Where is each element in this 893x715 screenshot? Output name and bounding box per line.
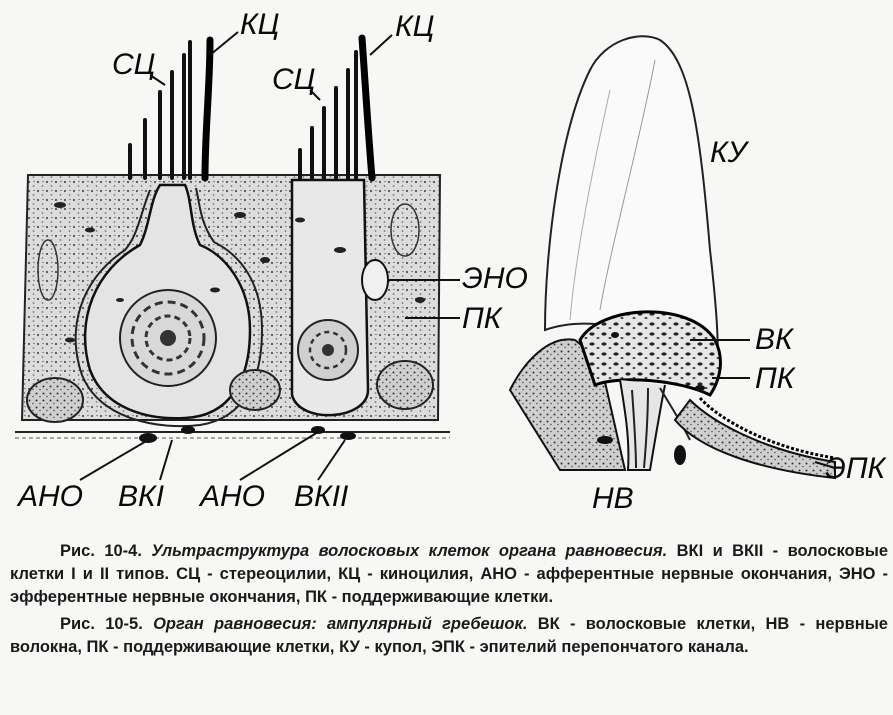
figure-10-5-drawing bbox=[508, 35, 836, 480]
efferent-ending bbox=[361, 259, 389, 301]
caption-2-title: Орган равновесия: ампулярный гребешок. bbox=[153, 615, 528, 633]
nerve-fibers bbox=[619, 379, 666, 471]
caption-figure-10-4: Рис. 10-4. Ультраструктура волосковых кл… bbox=[10, 540, 888, 609]
label-kc-left: КЦ bbox=[240, 8, 280, 41]
kinocilium-right bbox=[358, 34, 376, 182]
caption-1-title: Ультраструктура волосковых клеток органа… bbox=[151, 542, 668, 560]
label-sc-right: СЦ bbox=[272, 63, 316, 96]
kinocilium-left bbox=[201, 36, 214, 182]
caption-1-number: Рис. 10-4. bbox=[60, 542, 142, 560]
label-sc-left: СЦ bbox=[112, 48, 156, 81]
caption-figure-10-5: Рис. 10-5. Орган равновесия: ампулярный … bbox=[10, 613, 888, 659]
figure-illustrations bbox=[15, 31, 836, 481]
label-epk: ЭПК bbox=[825, 452, 886, 485]
label-kc-right: КЦ bbox=[395, 10, 435, 43]
label-ku: КУ bbox=[710, 136, 747, 169]
label-pk-left: ПК bbox=[462, 302, 502, 335]
figure-10-4-drawing bbox=[15, 31, 460, 481]
label-vk: ВК bbox=[755, 323, 793, 356]
label-nv: НВ bbox=[592, 482, 634, 515]
label-vk1: ВКI bbox=[118, 480, 165, 513]
caption-1-body: ВКI и ВКII - волосковые клетки I и II ти… bbox=[10, 542, 889, 606]
caption-2-body: ВК - волосковые клетки, НВ - нервные вол… bbox=[10, 615, 888, 656]
label-ano-left: АНО bbox=[18, 480, 84, 513]
label-eno: ЭНО bbox=[462, 262, 528, 295]
hair-cell-layer bbox=[578, 310, 722, 397]
figure-captions: Рис. 10-4. Ультраструктура волосковых кл… bbox=[10, 540, 888, 659]
label-vk2: ВКII bbox=[294, 480, 349, 513]
caption-2-number: Рис. 10-5. bbox=[60, 615, 143, 633]
label-pk-right: ПК bbox=[755, 362, 795, 395]
canal-epithelium bbox=[673, 398, 836, 480]
label-ano-right: АНО bbox=[200, 480, 266, 513]
